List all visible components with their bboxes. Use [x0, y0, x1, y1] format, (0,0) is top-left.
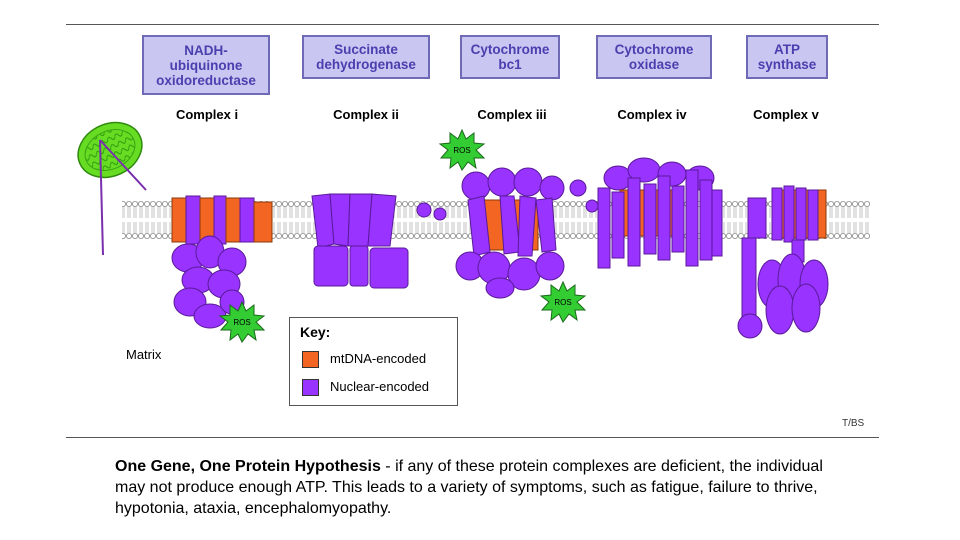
key-legend: Key: mtDNA-encoded Nuclear-encoded	[289, 317, 458, 406]
complex-5-name: ATP synthase	[746, 35, 828, 79]
top-rule	[66, 24, 879, 25]
key-swatch-nuclear	[302, 379, 319, 396]
complex-5-name-text: ATP synthase	[757, 42, 817, 72]
cytochrome-c-2	[585, 199, 599, 213]
key-swatch-mtdna	[302, 351, 319, 368]
key-label-nuclear: Nuclear-encoded	[330, 379, 430, 394]
caption-bold: One Gene, One Protein Hypothesis	[115, 458, 381, 475]
ubiquinone-1	[416, 202, 432, 218]
bottom-rule	[66, 437, 879, 438]
ros-burst-3: ROS	[539, 280, 587, 323]
complex-5-label: Complex v	[753, 107, 819, 122]
complex-4-name-text: Cytochrome oxidase	[614, 42, 694, 72]
complex-5-shape	[737, 185, 829, 339]
ros-burst-2: ROS	[438, 128, 486, 171]
key-title: Key:	[300, 324, 331, 340]
complex-2-label: Complex ii	[333, 107, 399, 122]
complex-4-shape	[597, 157, 723, 269]
complex-2-shape	[311, 193, 409, 289]
image-credit: T/BS	[842, 418, 865, 429]
complex-1-name: NADH- ubiquinone oxidoreductase	[142, 35, 270, 95]
caption-text: - if any of these protein complexes are …	[115, 458, 823, 517]
complex-2-name: Succinate dehydrogenase	[302, 35, 430, 79]
complex-2-name-text: Succinate dehydrogenase	[316, 42, 416, 72]
complex-3-label: Complex iii	[477, 107, 547, 122]
complex-3-shape	[455, 167, 565, 299]
ros-burst-1: ROS	[218, 300, 266, 343]
mitochondrion-icon	[77, 121, 147, 256]
complex-1-shape	[171, 195, 273, 329]
matrix-label: Matrix	[126, 347, 162, 362]
key-label-mtdna: mtDNA-encoded	[330, 351, 427, 366]
caption: One Gene, One Protein Hypothesis - if an…	[115, 456, 855, 519]
ros-label-1: ROS	[233, 318, 250, 327]
ubiquinone-2	[433, 207, 447, 221]
complex-4-name: Cytochrome oxidase	[596, 35, 712, 79]
complex-3-name: Cytochrome bc1	[460, 35, 560, 79]
complex-4-label: Complex iv	[617, 107, 687, 122]
cytochrome-c-1	[569, 179, 587, 197]
complex-1-name-text: NADH- ubiquinone oxidoreductase	[156, 42, 256, 88]
complex-1-label: Complex i	[175, 107, 239, 122]
ros-label-3: ROS	[554, 298, 571, 307]
ros-label-2: ROS	[453, 146, 470, 155]
complex-3-name-text: Cytochrome bc1	[470, 42, 550, 72]
